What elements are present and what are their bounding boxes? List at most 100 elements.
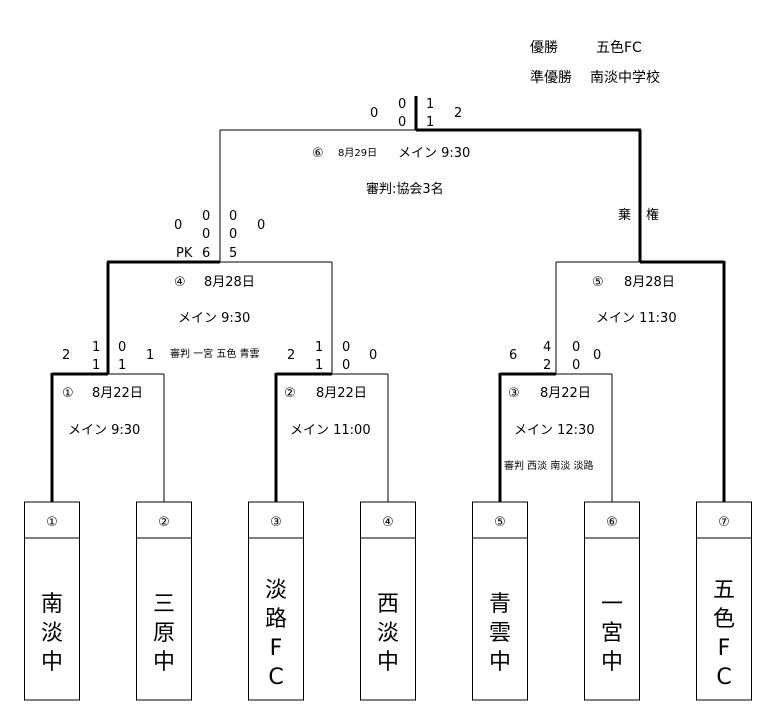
match1-info: ① 8月22日 メイン 9:30 2 1 1 0 1 1 — [62, 340, 154, 438]
match2-number: ② — [284, 386, 296, 401]
match4-score-left-half1: 0 — [202, 209, 210, 224]
team-name-char: 南 — [41, 592, 63, 617]
results-block: 優勝 五色FC 準優勝 南淡中学校 — [530, 39, 660, 86]
team-name-char: 路 — [265, 607, 287, 632]
match3-score-right-total: 0 — [593, 348, 601, 363]
match5-forfeit-2: 権 — [646, 207, 659, 223]
team-box-frame — [472, 501, 528, 701]
match2-venue: メイン 11:00 — [290, 423, 371, 438]
match2-date: 8月22日 — [316, 386, 367, 401]
final-score-left-half2: 0 — [398, 115, 406, 130]
runner-up-label: 準優勝 — [530, 70, 572, 86]
match4-score-right-half1: 0 — [229, 209, 237, 224]
team-box-frame — [248, 501, 304, 701]
team-name-char: 中 — [41, 650, 63, 675]
team-name-char: C — [268, 665, 283, 690]
team-number: ① — [46, 515, 58, 530]
match4-score-left-total: 0 — [174, 218, 182, 233]
final-score-left-half1: 0 — [398, 97, 406, 112]
match4-score-left-pk: 6 — [202, 246, 210, 261]
bracket-lines — [50, 96, 726, 502]
match1-score-right-total: 1 — [146, 348, 154, 363]
match3-score-left-total: 6 — [509, 348, 517, 363]
team-name-char: 中 — [377, 650, 399, 675]
match2-score-left-half2: 1 — [315, 358, 323, 373]
match3-score-right-half2: 0 — [572, 358, 580, 373]
team-number: ⑥ — [606, 515, 618, 530]
match3-venue: メイン 12:30 — [514, 423, 595, 438]
final-score-right-half2: 1 — [426, 115, 434, 130]
team-name-char: 一 — [601, 592, 623, 617]
team-name-char: 色 — [713, 607, 735, 632]
team-name-char: F — [270, 636, 283, 661]
team-box: ② 三原中 — [136, 501, 192, 701]
team-box: ④ 西淡中 — [360, 501, 416, 701]
team-name-char: 雲 — [489, 621, 511, 646]
match2-score-right-half2: 0 — [342, 358, 350, 373]
match1-score-left-half1: 1 — [92, 340, 100, 355]
match4-venue: メイン 9:30 — [178, 311, 250, 326]
team-number: ③ — [270, 515, 282, 530]
final-score-right-total: 2 — [454, 106, 462, 121]
match1-score-right-half2: 1 — [118, 358, 126, 373]
team-number: ② — [158, 515, 170, 530]
match1-score-left-half2: 1 — [92, 358, 100, 373]
team-name-char: 青 — [489, 592, 511, 617]
match3-score-left-half2: 2 — [543, 358, 551, 373]
team-number: ⑦ — [718, 515, 730, 530]
match4-score-right-half2: 0 — [229, 227, 237, 242]
team-box: ⑤ 青雲中 — [472, 501, 528, 701]
final-score-left-total: 0 — [370, 106, 378, 121]
team-name-char: 淡 — [265, 578, 287, 603]
final-info: ⑥ 8月29日 メイン 9:30 審判:協会3名 0 0 0 1 1 2 — [312, 97, 470, 197]
team-name-char: 三 — [153, 592, 175, 617]
match1-venue: メイン 9:30 — [68, 423, 140, 438]
match4-score-right-pk: 5 — [229, 246, 237, 261]
team-name-char: 淡 — [41, 621, 63, 646]
match5-venue: メイン 11:30 — [596, 311, 677, 326]
team-box-frame — [24, 501, 80, 701]
match2-score-left-total: 2 — [287, 348, 295, 363]
team-number: ④ — [382, 515, 394, 530]
team-name-char: F — [718, 636, 731, 661]
match5-date: 8月28日 — [624, 275, 675, 290]
team-name-char: 中 — [601, 650, 623, 675]
match5-forfeit-1: 棄 — [618, 208, 631, 223]
final-referee: 審判:協会3名 — [366, 181, 444, 197]
match4-number: ④ — [174, 275, 186, 290]
match4-pk-label: PK — [176, 246, 193, 261]
team-box: ① 南淡中 — [24, 501, 80, 701]
team-name-char: C — [716, 665, 731, 690]
final-number: ⑥ — [312, 146, 324, 161]
team-name-char: 中 — [489, 650, 511, 675]
team-name-char: 西 — [377, 592, 399, 617]
team-box-frame — [360, 501, 416, 701]
team-box-frame — [584, 501, 640, 701]
match2-score-right-total: 0 — [369, 348, 377, 363]
team-number: ⑤ — [494, 515, 506, 530]
final-venue: メイン 9:30 — [398, 146, 470, 161]
team-name-char: 原 — [153, 621, 175, 646]
match4-info: ④ 8月28日 メイン 9:30 審判 一宮 五色 青雲 0 0 0 PK 6 … — [170, 209, 265, 360]
match4-score-right-total: 0 — [257, 218, 265, 233]
runner-up-name: 南淡中学校 — [590, 69, 660, 86]
champion-label: 優勝 — [530, 40, 558, 56]
team-name-char: 中 — [153, 650, 175, 675]
match5-info: ⑤ 8月28日 メイン 11:30 棄 権 — [592, 207, 677, 326]
match1-score-left-total: 2 — [62, 348, 70, 363]
team-box: ⑦ 五色FC — [696, 501, 752, 701]
team-box-frame — [136, 501, 192, 701]
match4-score-left-half2: 0 — [202, 227, 210, 242]
team-name-char: 淡 — [377, 621, 399, 646]
champion-name: 五色FC — [596, 39, 642, 56]
team-name-char: 五 — [713, 578, 735, 603]
match3-referee: 審判 西淡 南淡 淡路 — [504, 459, 594, 472]
match2-info: ② 8月22日 メイン 11:00 2 1 1 0 0 0 — [284, 340, 377, 438]
match4-date: 8月28日 — [204, 275, 255, 290]
match3-number: ③ — [508, 386, 520, 401]
match3-date: 8月22日 — [540, 386, 591, 401]
